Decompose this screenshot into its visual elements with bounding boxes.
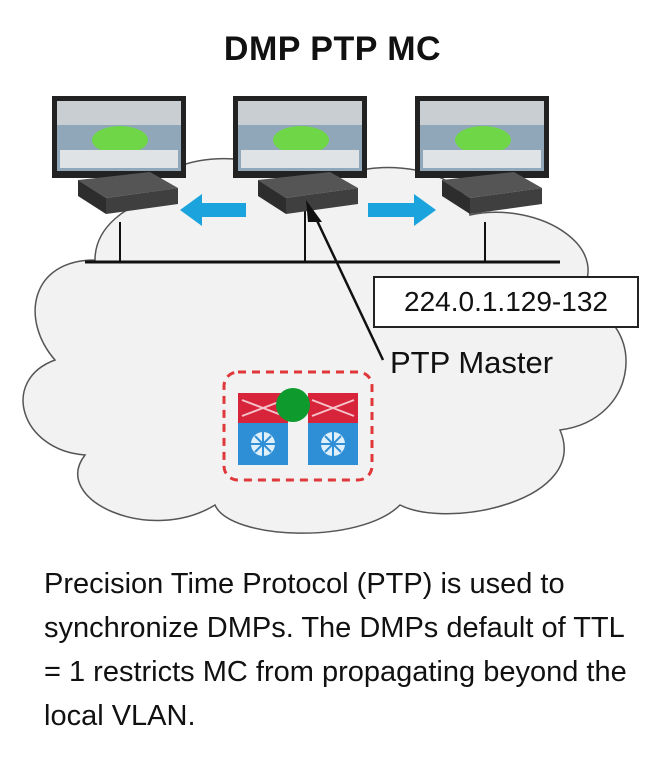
network-switch-icon (308, 393, 358, 465)
dmp-player-icon (78, 172, 178, 214)
pointer-arrowhead (306, 200, 322, 222)
ptp-master-label: PTP Master (390, 345, 554, 380)
switch-group-dashed-box (222, 370, 374, 482)
dmp-player-icon (442, 172, 542, 214)
ptp-master-dot (276, 388, 310, 422)
multicast-range-box: 224.0.1.129-132 (373, 276, 639, 328)
diagram-title: DMP PTP MC (223, 30, 442, 68)
arrow-right-icon (368, 194, 436, 226)
display-monitor-icon (233, 96, 367, 178)
display-monitor-icon (415, 96, 549, 178)
pointer-line (310, 209, 385, 361)
caption-text: Precision Time Protocol (PTP) is used to… (44, 568, 627, 732)
display-monitor-icon (52, 96, 186, 178)
arrow-left-icon (180, 194, 246, 226)
dmp-player-icon (258, 172, 358, 214)
